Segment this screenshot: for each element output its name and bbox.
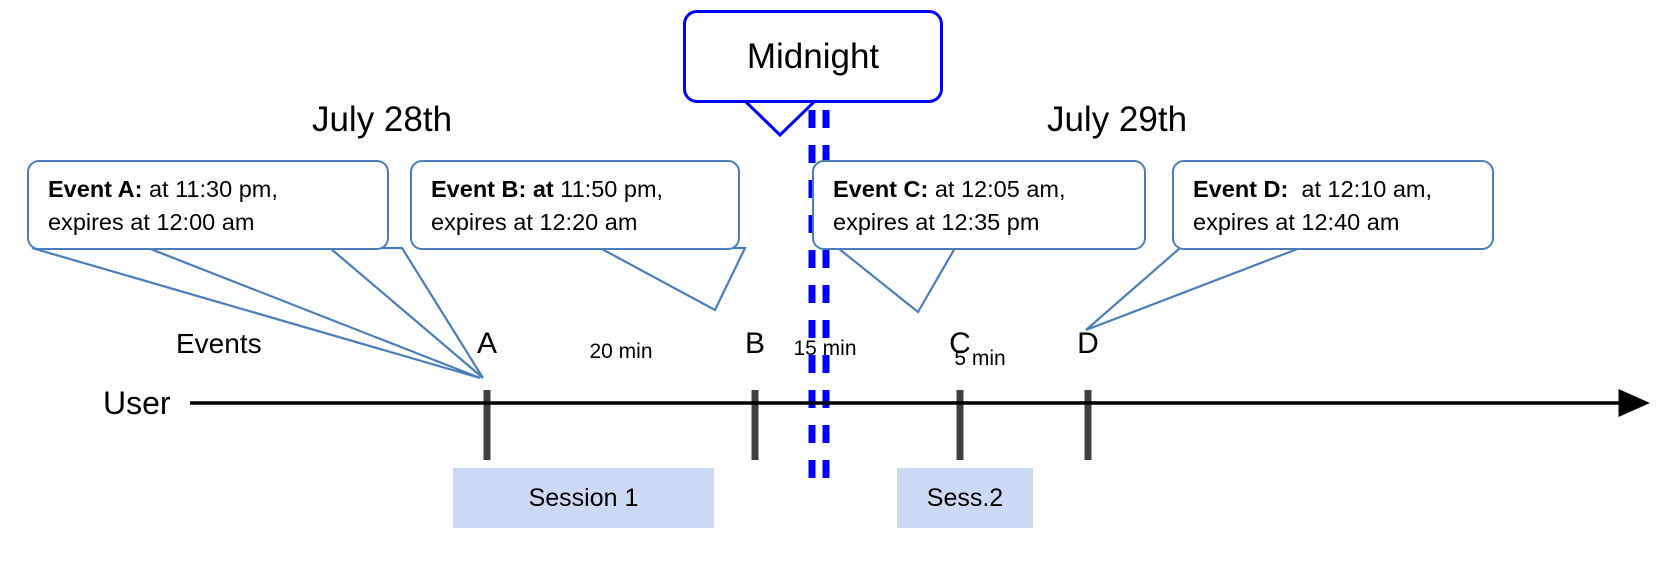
midnight-callout-box: Midnight [683,10,943,103]
event-d-callout-box: Event D: at 12:10 am, expires at 12:40 am [1172,160,1494,250]
event-letter-c: C [949,327,971,360]
event-d-rest-label: at 12:10 am, [1288,176,1433,202]
event-b-bold-label: Event B: at [431,176,554,202]
user-row-label: User [103,385,171,421]
event-b-callout-text: Event B: at 11:50 pm, expires at 12:20 am [431,173,738,240]
event-a-bold-label: Event A: [48,176,143,202]
interval-label-b-c: 15 min [793,337,857,360]
event-a-callout-box: Event A: at 11:30 pm, expires at 12:00 am [27,160,389,250]
event-c-callout-tail [834,246,957,314]
event-c-callout-box: Event C: at 12:05 am, expires at 12:35 pm [812,160,1146,250]
date-label-july-29: July 29th [1046,100,1188,139]
session-box-1: Session 1 [453,468,714,528]
event-letter-a: A [476,327,497,360]
event-b-rest-label: 11:50 pm, [553,176,664,202]
session-1-label: Session 1 [528,483,639,512]
event-a-callout-text: Event A: at 11:30 pm, expires at 12:00 am [48,173,387,240]
event-a-rest-label: at 11:30 pm, [142,176,278,202]
midnight-callout-label: Midnight [746,36,880,76]
session-box-2: Sess.2 [897,468,1033,528]
event-c-bold-label: Event C: [833,176,929,202]
midnight-callout-tail [729,99,832,138]
event-d-callout-text: Event D: at 12:10 am, expires at 12:40 am [1193,173,1492,240]
event-a-callout-tail-2 [327,246,484,379]
event-d-callout-tail [1085,246,1301,332]
interval-label-a-b: 20 min [589,340,653,363]
event-letter-b: B [744,327,765,360]
event-letter-d: D [1077,327,1099,360]
event-c-callout-text: Event C: at 12:05 am, expires at 12:35 pm [833,173,1144,240]
event-c-line2-label: expires at 12:35 pm [833,209,1040,236]
event-a-line2-label: expires at 12:00 am [48,209,255,236]
session-2-label: Sess.2 [926,483,1004,512]
event-b-callout-box: Event B: at 11:50 pm, expires at 12:20 am [410,160,740,250]
event-c-rest-label: at 12:05 am, [928,176,1066,202]
event-b-line2-label: expires at 12:20 am [431,209,638,236]
event-d-line2-label: expires at 12:40 am [1193,209,1400,236]
event-d-bold-label: Event D: [1193,176,1289,202]
events-row-label: Events [176,328,262,359]
interval-label-c-d: 5 min [954,347,1006,370]
date-label-july-28: July 28th [311,100,453,139]
event-b-callout-tail [599,246,747,312]
